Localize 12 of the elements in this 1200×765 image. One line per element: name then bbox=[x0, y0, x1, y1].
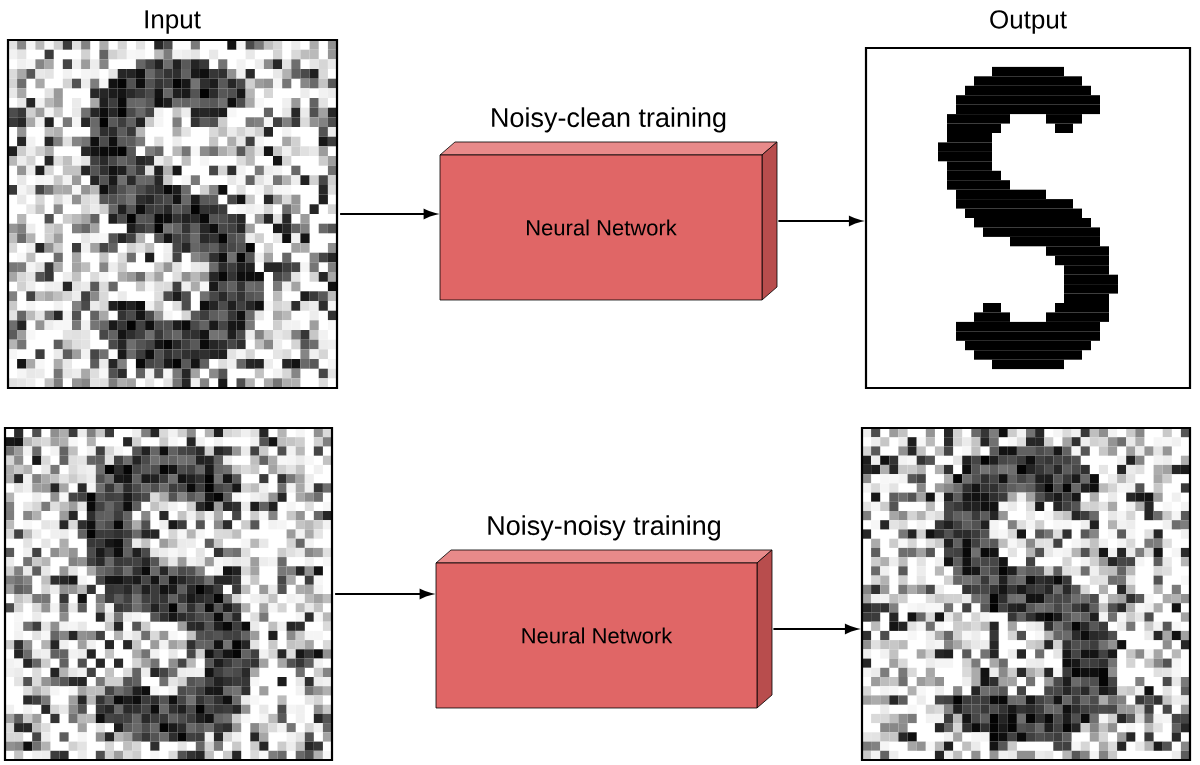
network-box: Neural Network bbox=[435, 549, 773, 709]
box-heading: Noisy-noisy training bbox=[488, 515, 720, 541]
arrow bbox=[777, 216, 862, 226]
image-drawing bbox=[864, 46, 1192, 390]
image-drawing bbox=[860, 426, 1192, 762]
arrow bbox=[334, 589, 433, 599]
arrow bbox=[339, 209, 437, 219]
box-heading: Noisy-clean training bbox=[492, 107, 726, 133]
image-drawing bbox=[3, 426, 334, 762]
arrow bbox=[772, 624, 858, 634]
network-box: Neural Network bbox=[439, 141, 778, 301]
image-drawing bbox=[6, 38, 339, 390]
